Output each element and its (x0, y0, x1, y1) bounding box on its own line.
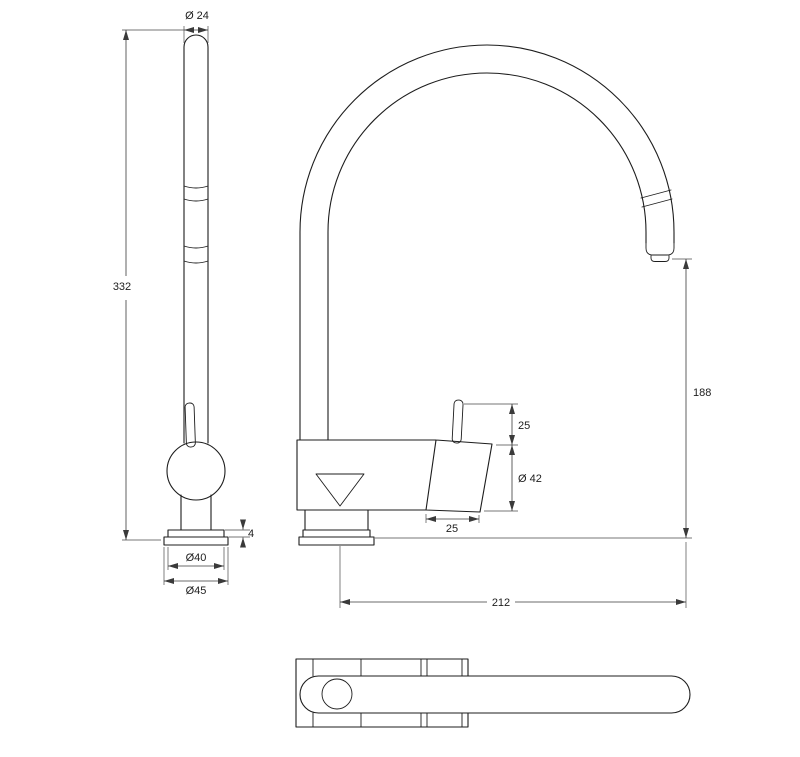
dimension-flange-thickness: 4 (225, 519, 254, 548)
valve-body-circle (166, 441, 226, 501)
dimension-overall-height: 332 (113, 30, 161, 541)
hose-joint-lines (183, 185, 209, 264)
dimension-body-diameter: Ø 42 (484, 445, 542, 512)
extension-lines (425, 514, 480, 523)
dim-label-escutcheon-diameter: Ø45 (186, 585, 207, 597)
dim-label-body-diameter: Ø 42 (518, 473, 542, 485)
dimension-escutcheon-diameter: Ø45 (163, 547, 229, 597)
dim-label-spout-tip-diameter: Ø 24 (185, 10, 209, 22)
dim-label-spout-clearance: 188 (693, 387, 711, 399)
extension-lines (339, 542, 687, 608)
dim-label-base-diameter: Ø40 (186, 552, 207, 564)
side-view: Ø 24 332 4 Ø40 Ø45 (113, 10, 254, 597)
dimension-spout-tip-diameter: Ø 24 (122, 10, 209, 43)
base-flange-side (163, 529, 229, 546)
handle-lever-front (451, 399, 464, 444)
dimension-housing-width: 25 (425, 514, 480, 535)
riser-tube-top (321, 678, 353, 710)
gooseneck-spout (299, 44, 675, 441)
front-view: 25 Ø 42 25 188 212 (296, 44, 711, 609)
mixer-body (296, 439, 493, 513)
handle-lever-side (184, 402, 196, 448)
extension-lines (464, 403, 518, 446)
base-flange-front (298, 529, 375, 546)
dim-label-flange-thickness: 4 (248, 528, 254, 540)
dimension-handle-height: 25 (464, 403, 530, 446)
dim-label-handle-height: 25 (518, 420, 530, 432)
spout-capsule-top (299, 675, 691, 714)
spray-head (640, 189, 675, 262)
dim-label-housing-width: 25 (446, 523, 458, 535)
base-column-front (304, 509, 369, 531)
body-section-lines-top (312, 658, 463, 728)
neck-side (180, 494, 212, 531)
body-outline-top (295, 658, 469, 728)
body-joint-detail (315, 473, 365, 507)
dim-label-spout-reach: 212 (492, 597, 510, 609)
dimension-spout-reach: 212 (339, 542, 687, 609)
top-view (295, 658, 691, 728)
extension-lines (225, 529, 250, 538)
dim-label-overall-height: 332 (113, 281, 131, 293)
spout-tube-side (183, 34, 209, 444)
dimension-base-diameter: Ø40 (167, 547, 225, 570)
dimension-spout-clearance: 188 (672, 258, 711, 538)
